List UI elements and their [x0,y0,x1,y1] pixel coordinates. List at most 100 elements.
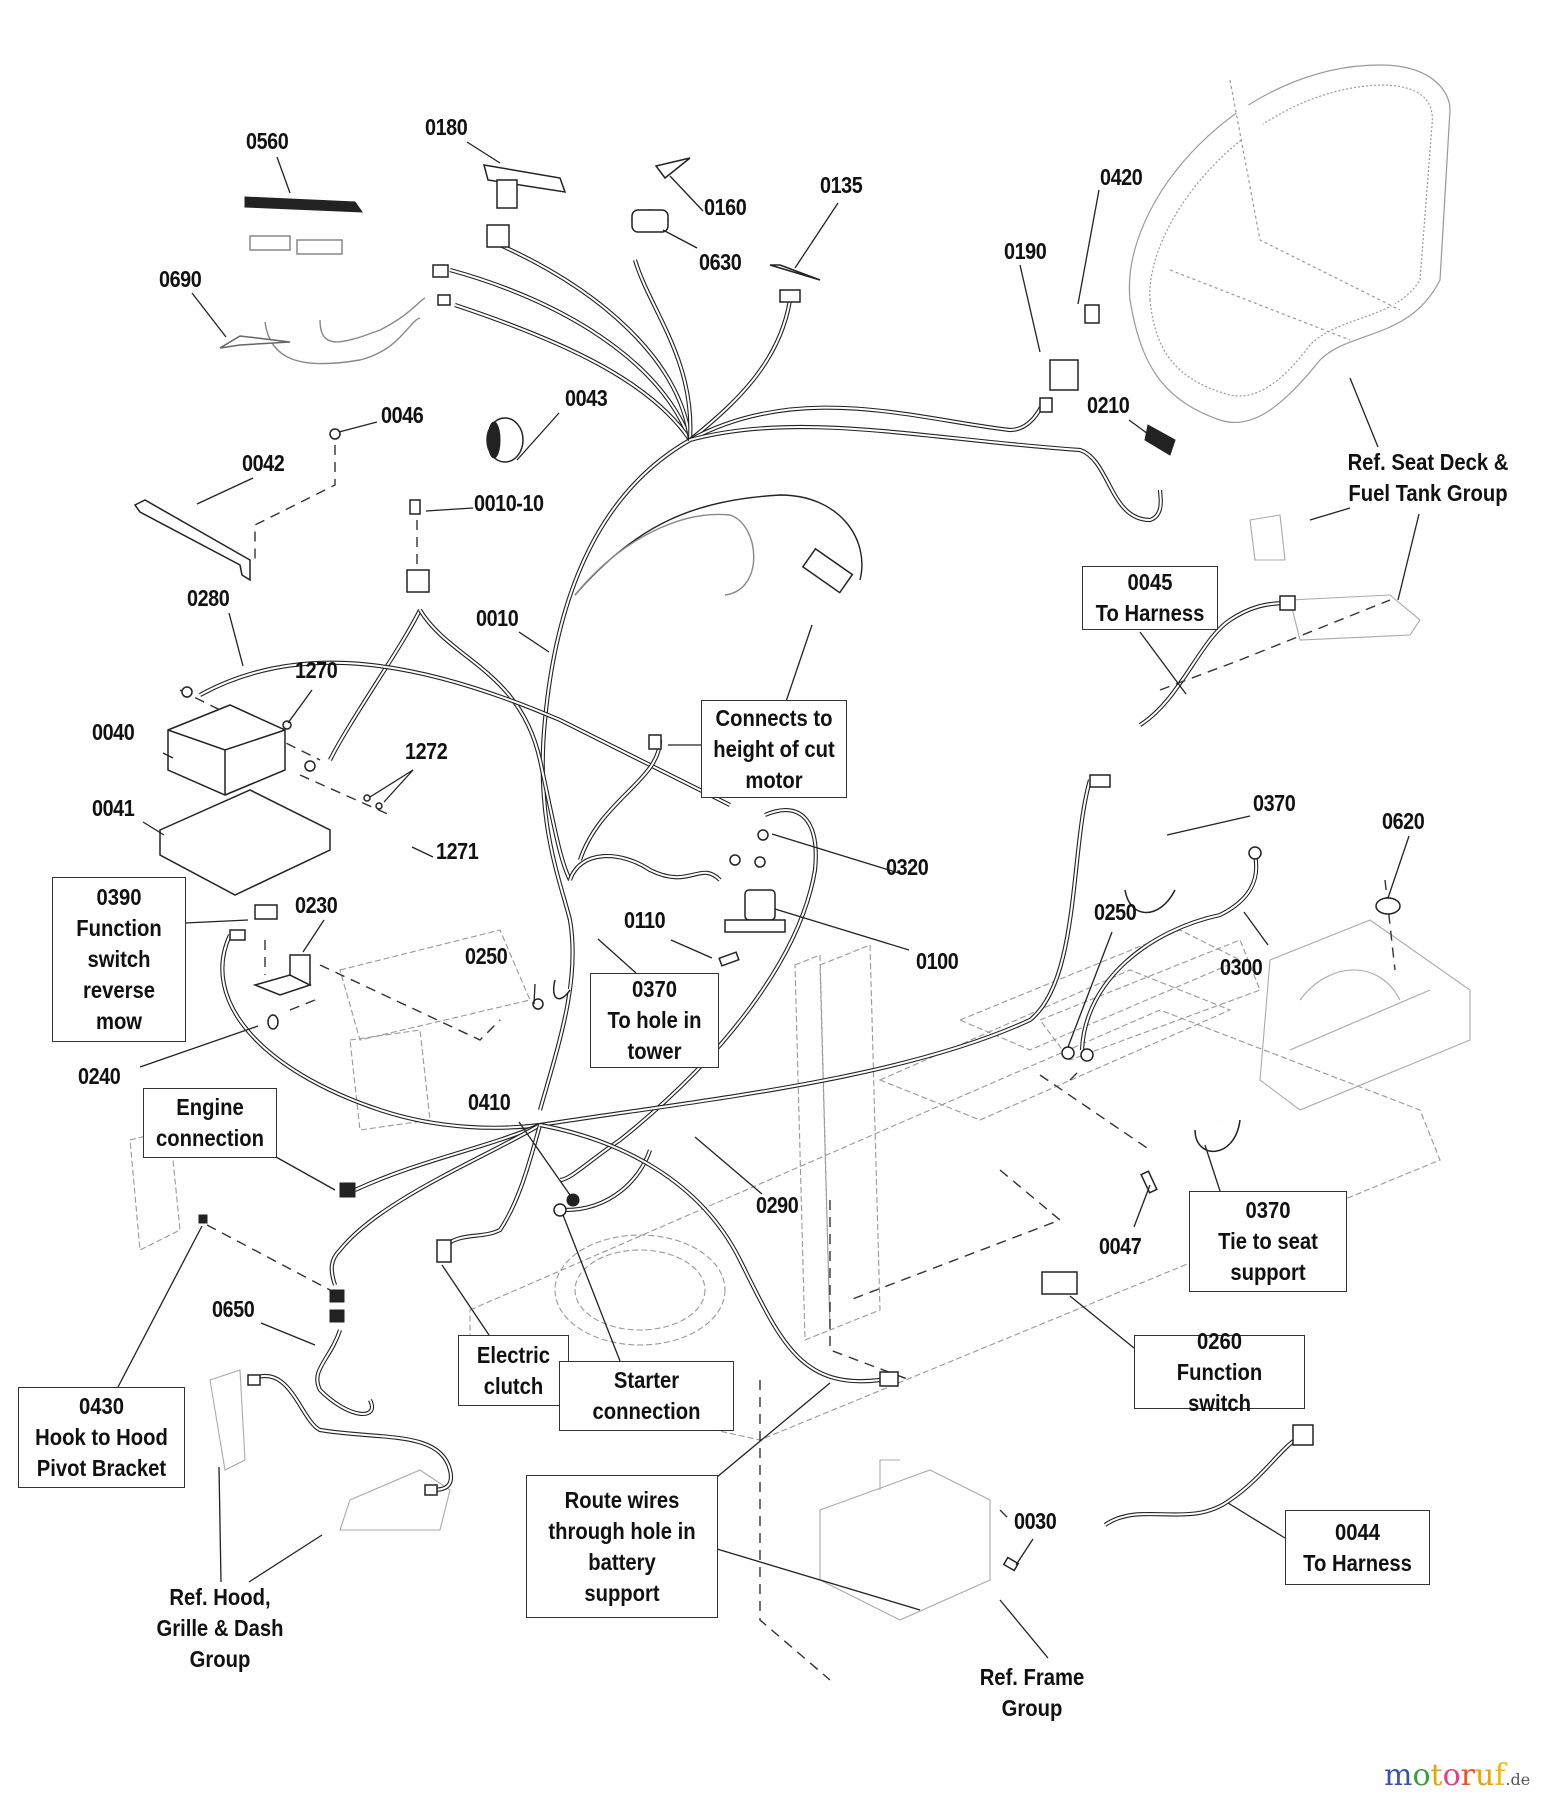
callout-line: mow [95,1008,143,1034]
part-label-0280: 0280 [187,585,230,611]
ref-line: Ref. Hood, [169,1584,271,1610]
part-label-0040: 0040 [92,719,135,745]
part-label-0650: 0650 [212,1296,255,1322]
logo-suffix: .de [1505,1770,1531,1789]
callout-line: To Harness [1095,600,1205,626]
callout-line: connection [156,1125,264,1151]
part-label-0370: 0370 [1253,790,1296,816]
part-label-0110: 0110 [624,907,666,933]
callout-line: motor [745,766,803,793]
logo-letter: f [1494,1758,1506,1793]
ref-line: Fuel Tank Group [1348,480,1508,506]
part-label-0240: 0240 [78,1063,121,1089]
part-label-0320: 0320 [886,854,929,880]
callout-line: height of cut [713,735,835,762]
callout-line: 0390 [96,884,142,910]
part-label-0190: 0190 [1004,238,1047,264]
part-label-0180: 0180 [425,114,468,140]
logo-letter: m [1384,1758,1413,1793]
seat-illustration [1128,64,1451,424]
callout-line: connection [592,1398,701,1424]
leader-lines [117,141,1420,1659]
part-label-0300: 0300 [1220,954,1263,980]
callout-line: 0260 [1196,1327,1243,1354]
callout-line: battery [588,1548,656,1575]
callout-line: through hole in [548,1517,696,1544]
callout-line: Pivot Bracket [36,1455,167,1481]
logo-letter: u [1474,1758,1495,1793]
callout-line: support [1230,1259,1306,1285]
part-label-0160: 0160 [704,194,747,220]
part-label-0030: 0030 [1014,1508,1057,1534]
part-label-0420: 0420 [1100,164,1143,190]
ref-hood-grille-dash-group: Ref. Hood, Grille & Dash Group [130,1582,310,1675]
part-label-0620: 0620 [1382,808,1425,834]
callout-line: Connects to [715,704,833,731]
part-label-0047: 0047 [1099,1233,1142,1259]
part-label-0210: 0210 [1087,392,1130,418]
ref-frame-group: Ref. Frame Group [962,1662,1102,1724]
callout-line: Tie to seat [1218,1228,1318,1254]
ref-line: Ref. Seat Deck & [1347,449,1509,475]
ref-seat-deck-fuel-tank-group: Ref. Seat Deck & Fuel Tank Group [1328,447,1528,509]
ref-line: Grille & Dash [156,1615,284,1641]
motoruf-watermark-logo: motoruf.de [1384,1758,1530,1793]
part-0560-bezel [244,196,363,213]
callout-line: Engine [176,1094,244,1120]
callout-line: switch [87,946,151,972]
part-label-0010: 0010 [476,605,519,631]
part-label-0100: 0100 [916,948,959,974]
callout-line: Hook to Hood [35,1424,168,1450]
callout-line: 0044 [1334,1518,1381,1545]
callout-0370-tie-to-seat-support: 0370 Tie to seat support [1189,1191,1347,1292]
callout-starter-connection: Starter connection [559,1361,734,1431]
part-label-0690: 0690 [159,266,202,292]
part-label-0041: 0041 [92,795,135,821]
callout-engine-connection: Engine connection [143,1088,277,1158]
callout-line: clutch [483,1372,544,1399]
callout-line: Function switch [1176,1358,1263,1416]
callout-line: To Harness [1303,1549,1412,1576]
ref-line: Group [1001,1695,1063,1721]
part-label-0010-10: 0010-10 [474,490,544,516]
callout-line: 0045 [1127,569,1173,595]
callout-0044-to-harness: 0044 To Harness [1285,1510,1430,1585]
part-label-1271: 1271 [436,838,479,864]
callout-line: 0430 [78,1393,125,1419]
callout-route-wires-battery-support: Route wires through hole in battery supp… [526,1475,718,1618]
logo-letter: o [1412,1758,1431,1793]
assembly-dash-lines [179,445,1396,1681]
part-label-0630: 0630 [699,249,742,275]
part-label-0046: 0046 [381,402,424,428]
ref-line: Ref. Frame [979,1664,1085,1690]
logo-letter: o [1442,1758,1461,1793]
callout-0260-function-switch: 0260 Function switch [1134,1328,1305,1416]
ref-line: Group [189,1646,251,1672]
callout-line: 0370 [631,976,678,1002]
callout-connects-height-of-cut: Connects to height of cut motor [701,700,847,798]
frame-outline [129,514,1471,1621]
callout-0045-to-harness: 0045 To Harness [1082,566,1218,630]
logo-letter: r [1460,1758,1475,1793]
callout-0430-hook-to-hood-pivot-bracket: 0430 Hook to Hood Pivot Bracket [18,1387,185,1488]
callout-line: Function [76,915,162,941]
callout-line: reverse [82,977,156,1003]
callout-line: To hole in [607,1007,702,1033]
harness-wires [198,243,1297,1527]
part-label-0230: 0230 [295,892,338,918]
part-label-0560: 0560 [246,128,289,154]
part-label-1270: 1270 [295,657,338,683]
part-label-0250: 0250 [1094,899,1137,925]
logo-letter: t [1430,1758,1443,1793]
part-label-0250: 0250 [465,943,508,969]
callout-line: Electric [476,1341,551,1368]
callout-line: tower [627,1038,682,1064]
callout-line: Starter [613,1367,680,1393]
part-label-0290: 0290 [756,1192,799,1218]
part-label-0135: 0135 [820,172,863,198]
callout-line: 0370 [1245,1197,1291,1223]
part-label-0410: 0410 [468,1089,511,1115]
callout-0390-function-switch: 0390 Function switch reverse mow [52,877,186,1042]
